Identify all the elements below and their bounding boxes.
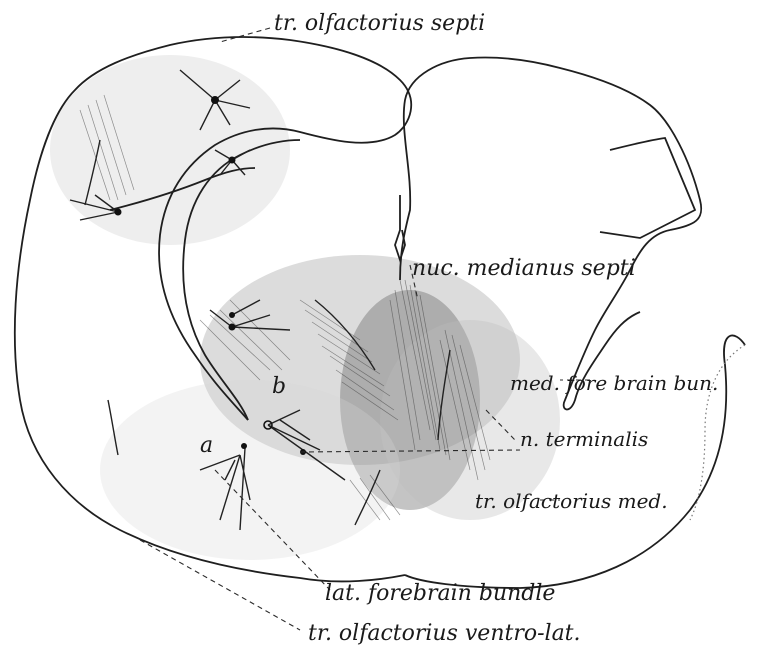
neuron-dorsal-soma	[211, 96, 219, 104]
label-lat-forebrain-bundle: lat. forebrain bundle	[325, 581, 555, 606]
label-tr-olfactorius-med: tr. olfactorius med.	[475, 489, 668, 513]
midline-cleft	[395, 195, 405, 260]
label-n-terminalis: n. terminalis	[520, 427, 648, 451]
neuron-left-lateral-soma	[115, 209, 122, 216]
label-tr-olfactorius-septi: tr. olfactorius septi	[274, 11, 485, 36]
label-tr-olfactorius-ventro-lat: tr. olfactorius ventro-lat.	[308, 621, 581, 646]
stipple-ventral-left	[100, 380, 400, 560]
label-marker-a: a	[200, 433, 213, 458]
neuron-septal-left-soma-2	[229, 312, 235, 318]
leader-tr-olfactorius-septi	[220, 28, 270, 42]
stippled-regions	[50, 55, 560, 560]
label-nuc-medianus-septi: nuc. medianus septi	[412, 256, 636, 281]
label-med-forebrain-bun: med. fore brain bun.	[510, 371, 718, 395]
neuron-central-soma	[229, 157, 236, 164]
stipple-dorsal-left	[50, 55, 290, 245]
neuron-a-soma	[241, 443, 247, 449]
neuron-septal-left-soma	[229, 324, 236, 331]
right-hemisphere-dorsal	[400, 57, 701, 280]
right-upper-rect	[600, 138, 695, 238]
label-marker-b: b	[272, 374, 286, 399]
